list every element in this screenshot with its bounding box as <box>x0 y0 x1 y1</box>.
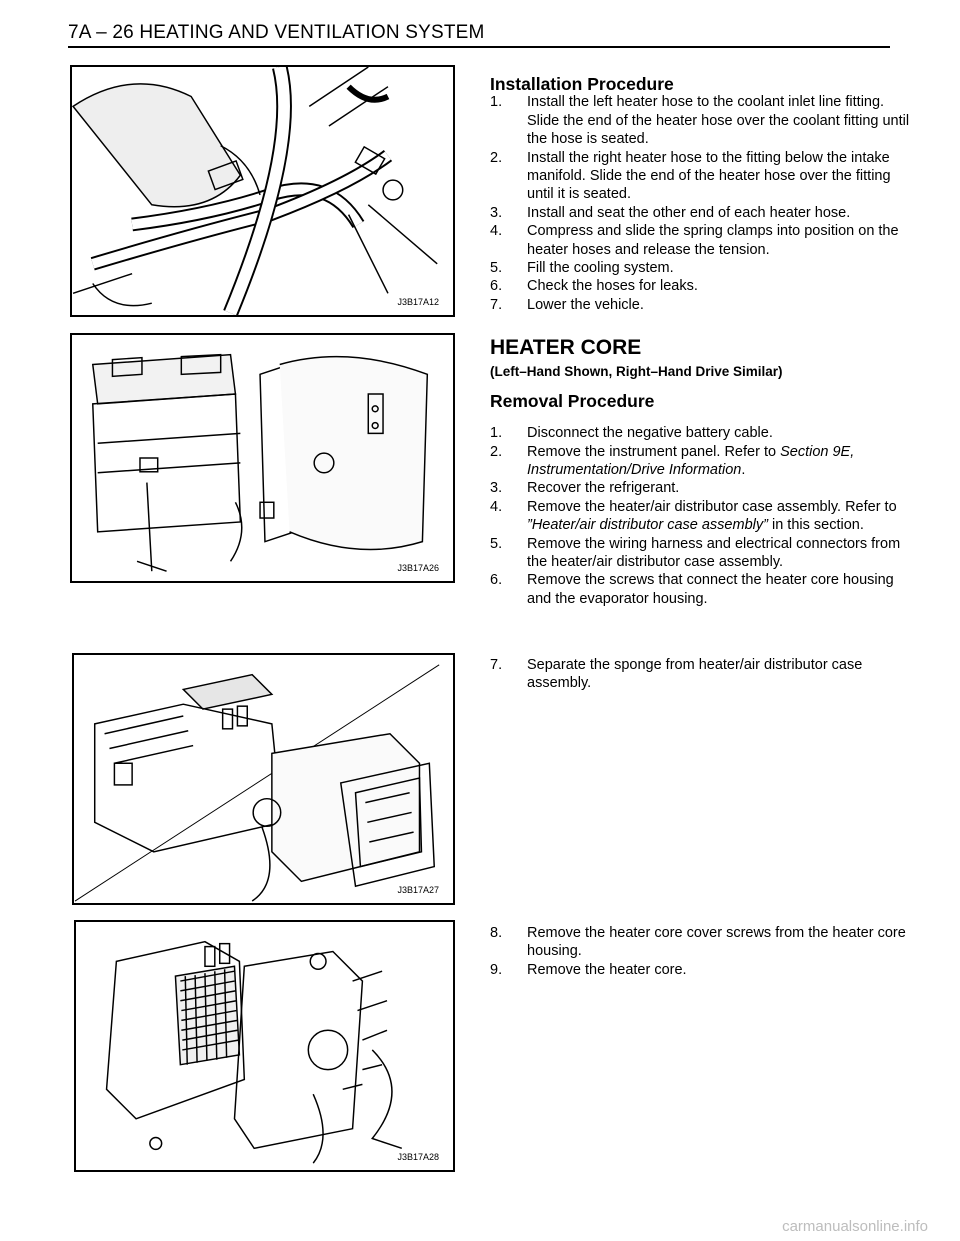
heater-case-illustration <box>91 353 429 572</box>
watermark: carmanualsonline.info <box>782 1218 928 1235</box>
list-item: 6.Check the hoses for leaks. <box>490 278 698 295</box>
heater-hoses-illustration <box>72 67 438 315</box>
installation-steps: 1.Install the left heater hose to the co… <box>490 93 910 314</box>
list-item: 9.Remove the heater core. <box>490 961 687 978</box>
page-title: 7A – 26 HEATING AND VENTILATION SYSTEM <box>68 22 485 43</box>
heater-core-heading: HEATER CORE <box>490 336 642 359</box>
list-item: 7.Separate the sponge from heater/air di… <box>490 657 863 692</box>
list-item: 8.Remove the heater core cover screws fr… <box>490 925 906 960</box>
section-reference: Section 9E, Instrumentation/Drive Inform… <box>527 443 855 479</box>
sponge-case-illustration <box>74 664 440 902</box>
figure-label: J3B17A12 <box>395 297 441 307</box>
final-steps-block: 8.Remove the heater core cover screws fr… <box>490 924 910 979</box>
figure-heater-hoses: J3B17A12 <box>70 65 455 317</box>
removal-heading: Removal Procedure <box>490 390 655 411</box>
removal-steps: 1.Disconnect the negative battery cable.… <box>490 424 910 608</box>
heater-core-section: HEATER CORE (Left–Hand Shown, Right–Hand… <box>490 336 910 608</box>
header-rule <box>68 46 890 48</box>
figure-label: J3B17A27 <box>395 885 441 895</box>
heater-core-illustration <box>105 940 403 1164</box>
figure-heater-core: J3B17A28 <box>74 920 455 1172</box>
list-item: 4.Remove the heater/air distributor case… <box>490 498 897 534</box>
list-item: 1.Disconnect the negative battery cable. <box>490 425 773 442</box>
list-item: 5.Fill the cooling system. <box>490 260 674 277</box>
figure-sponge-removal: J3B17A27 <box>72 653 455 905</box>
installation-heading: Installation Procedure <box>490 74 674 94</box>
figure-label: J3B17A26 <box>395 563 441 573</box>
step-7-block: 7.Separate the sponge from heater/air di… <box>490 656 910 693</box>
list-item: 3.Install and seat the other end of each… <box>490 204 851 221</box>
list-item: 1.Install the left heater hose to the co… <box>490 94 910 148</box>
figure-heater-case-front: J3B17A26 <box>70 333 455 583</box>
list-item: 6.Remove the screws that connect the hea… <box>490 572 894 607</box>
list-item: 2.Remove the instrument panel. Refer to … <box>490 443 855 479</box>
installation-section: Installation Procedure 1.Install the lef… <box>490 75 910 314</box>
section-reference: ”Heater/air distributor case assembly” <box>527 517 768 534</box>
list-item: 7.Lower the vehicle. <box>490 296 644 313</box>
list-item: 4.Compress and slide the spring clamps i… <box>490 223 899 258</box>
figure-label: J3B17A28 <box>395 1152 441 1162</box>
list-item: 2.Install the right heater hose to the f… <box>490 149 891 203</box>
list-item: 3.Recover the refrigerant. <box>490 480 680 497</box>
heater-core-subnote: (Left–Hand Shown, Right–Hand Drive Simil… <box>490 364 783 380</box>
list-item: 5.Remove the wiring harness and electric… <box>490 535 901 571</box>
